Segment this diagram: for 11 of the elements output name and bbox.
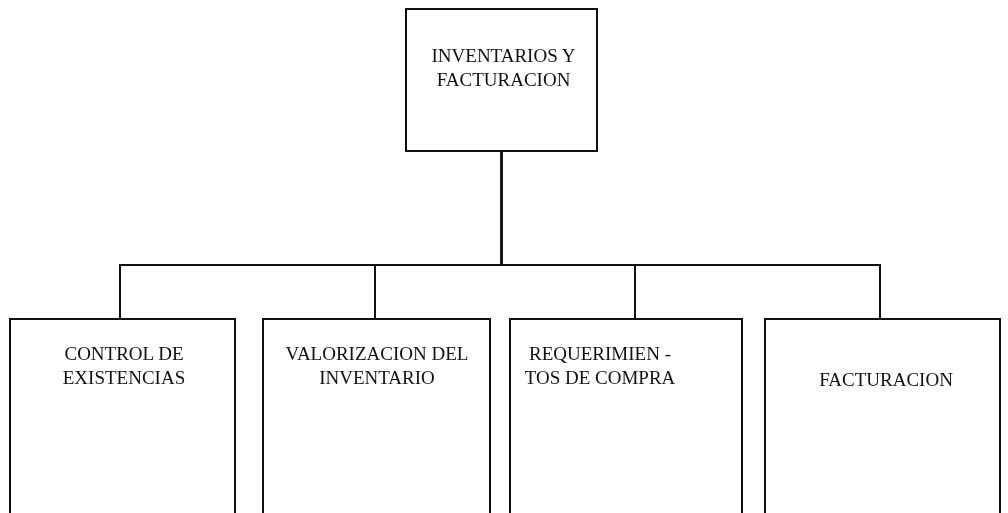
connector-line xyxy=(500,151,881,319)
org-box xyxy=(9,318,236,513)
box-label: FACTURACION xyxy=(818,368,954,392)
box-label: VALORIZACION DEL INVENTARIO xyxy=(284,342,470,390)
box-label: INVENTARIOS Y FACTURACION xyxy=(430,44,577,92)
org-box xyxy=(262,318,491,513)
org-box xyxy=(764,318,1001,513)
box-label: REQUERIMIEN - TOS DE COMPRA xyxy=(523,342,677,390)
org-box xyxy=(509,318,743,513)
org-box xyxy=(405,8,598,152)
box-label: CONTROL DE EXISTENCIAS xyxy=(61,342,187,390)
